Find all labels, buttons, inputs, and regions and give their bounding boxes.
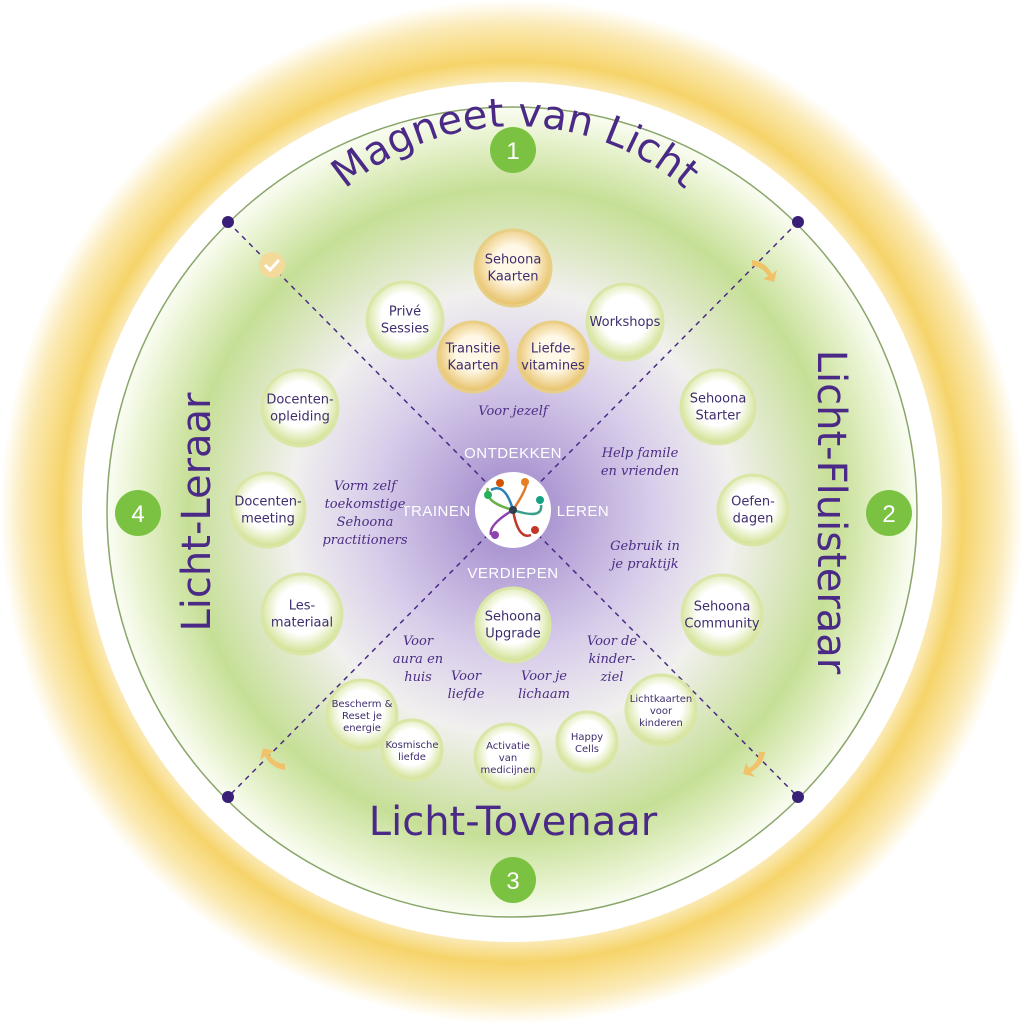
bubble-label: Oefen- bbox=[731, 495, 775, 510]
bubble-label: dagen bbox=[733, 512, 774, 527]
bubble-label: Kaarten bbox=[448, 359, 499, 374]
bubble-label: liefde bbox=[398, 752, 426, 763]
bubble-label: opleiding bbox=[270, 410, 330, 425]
bubble-label: Kosmische bbox=[385, 740, 438, 751]
note-gebruik: Gebruik in bbox=[610, 539, 680, 554]
bubble-label: Sehoona bbox=[485, 610, 542, 625]
center-logo bbox=[475, 472, 551, 548]
note-kinderziel: kinder- bbox=[588, 652, 635, 667]
note-lichaam: lichaam bbox=[518, 687, 570, 702]
bubble-label: Transitie bbox=[445, 342, 501, 357]
bubble-label: Workshops bbox=[590, 315, 661, 330]
label-verdiepen: VERDIEPEN bbox=[467, 565, 558, 582]
bubble-label: Cells bbox=[575, 744, 599, 755]
svg-text:3: 3 bbox=[506, 868, 519, 895]
bubble-label: Liefde- bbox=[531, 342, 576, 357]
step-badge-3: 3 bbox=[490, 857, 536, 903]
arrow-icon bbox=[260, 748, 285, 770]
bubble-label: Les- bbox=[289, 599, 316, 614]
note-kinderziel: Voor de bbox=[587, 634, 638, 649]
note-vorm-zelf: toekomstige bbox=[325, 497, 406, 512]
bubble-label: Upgrade bbox=[485, 627, 541, 642]
svg-text:1: 1 bbox=[506, 138, 519, 165]
bubble-liefde-vitamines[interactable]: Liefde-vitamines bbox=[516, 320, 590, 394]
step-badge-1: 1 bbox=[490, 127, 536, 173]
note-aura: huis bbox=[404, 670, 432, 685]
note-aura: aura en bbox=[393, 652, 443, 667]
note-help-familie: Help famile bbox=[601, 446, 679, 461]
title-right: Licht-Fluisteraar bbox=[808, 350, 854, 675]
bubble-label: Docenten- bbox=[234, 495, 302, 510]
label-ontdekken: ONTDEKKEN bbox=[464, 445, 562, 462]
note-liefde: Voor bbox=[451, 669, 482, 684]
bubble-label: Kaarten bbox=[488, 270, 539, 285]
bubble-label: materiaal bbox=[271, 616, 333, 631]
bubble-docenten-meeting[interactable]: Docenten-meeting bbox=[229, 471, 307, 549]
note-kinderziel: ziel bbox=[600, 670, 624, 685]
bubble-label: Starter bbox=[695, 409, 741, 424]
bubble-label: meeting bbox=[241, 512, 295, 527]
bubble-label: Lichtkaarten bbox=[630, 694, 693, 705]
note-vorm-zelf: Vorm zelf bbox=[334, 479, 398, 494]
corner-dots bbox=[222, 216, 804, 803]
bubble-label: energie bbox=[343, 723, 381, 734]
arrow-icon bbox=[743, 752, 765, 777]
step-badge-2: 2 bbox=[866, 490, 912, 536]
bubble-label: Docenten- bbox=[266, 393, 334, 408]
note-liefde: liefde bbox=[448, 687, 485, 702]
bubble-label: Sehoona bbox=[690, 392, 747, 407]
title-left: Licht-Leraar bbox=[174, 392, 220, 632]
bubble-label: Sehoona bbox=[694, 600, 751, 615]
bubble-label: vitamines bbox=[521, 359, 585, 374]
check-icon bbox=[259, 252, 285, 278]
bubble-label: Activatie bbox=[486, 741, 530, 752]
label-trainen: TRAINEN bbox=[401, 503, 470, 520]
title-bottom: Licht-Tovenaar bbox=[369, 799, 658, 845]
bubble-docenten-opleiding[interactable]: Docenten-opleiding bbox=[260, 368, 340, 448]
note-vorm-zelf: practitioners bbox=[322, 533, 407, 548]
note-vorm-zelf: Sehoona bbox=[337, 515, 394, 530]
bubble-les-materiaal[interactable]: Les-materiaal bbox=[260, 572, 344, 656]
bubble-label: van bbox=[499, 753, 517, 764]
label-leren: LEREN bbox=[557, 503, 610, 520]
step-badge-4: 4 bbox=[115, 490, 161, 536]
bubble-label: kinderen bbox=[639, 718, 683, 729]
note-help-familie: en vrienden bbox=[601, 464, 679, 479]
note-aura: Voor bbox=[403, 634, 434, 649]
note-gebruik: je praktijk bbox=[608, 557, 678, 572]
bubble-label: Community bbox=[684, 617, 760, 632]
bubble-label: Reset je bbox=[342, 711, 382, 722]
note-lichaam: Voor je bbox=[521, 669, 567, 684]
bubble-label: Privé bbox=[389, 305, 421, 320]
svg-text:4: 4 bbox=[131, 501, 144, 528]
bubble-label: voor bbox=[650, 706, 673, 717]
arrow-icon bbox=[752, 260, 777, 282]
svg-text:2: 2 bbox=[882, 501, 895, 528]
bubble-label: Bescherm & bbox=[332, 699, 393, 710]
bubble-label: Sehoona bbox=[485, 253, 542, 268]
bubble-label: Happy bbox=[571, 732, 603, 743]
bubble-label: Sessies bbox=[381, 322, 429, 337]
bubble-label: medicijnen bbox=[481, 765, 536, 776]
bubble-oefen-dagen[interactable]: Oefen-dagen bbox=[716, 473, 790, 547]
bubble-workshops[interactable]: Workshops bbox=[585, 282, 665, 362]
note-voor-jezelf: Voor jezelf bbox=[478, 404, 550, 419]
